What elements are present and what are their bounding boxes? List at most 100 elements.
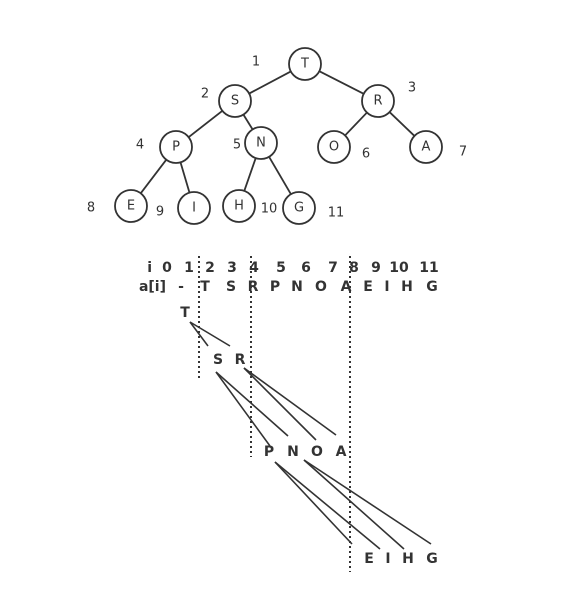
tree-node-index: 9 <box>156 205 164 220</box>
level-letter: R <box>235 352 246 368</box>
array-value: - <box>178 279 184 295</box>
tree-node-index: 5 <box>233 138 241 153</box>
level-letter: H <box>402 551 414 567</box>
array-index: 6 <box>301 260 311 276</box>
level-link <box>243 367 317 441</box>
tree-node-circle <box>159 130 193 164</box>
tree-node-index: 6 <box>362 147 370 162</box>
tree-node-letter: S <box>231 94 239 109</box>
tree-node: R3 <box>361 81 416 118</box>
array-value: A <box>341 279 352 295</box>
array-value: T <box>200 279 210 295</box>
tree-node-letter: G <box>294 201 304 216</box>
tree-node-letter: E <box>127 199 135 214</box>
tree-edge <box>188 110 223 138</box>
level-link <box>274 461 381 550</box>
array-index: 8 <box>349 260 359 276</box>
level-link <box>274 461 353 545</box>
array-value: I <box>384 279 389 295</box>
tree-node-circle <box>222 189 256 223</box>
array-value: E <box>363 279 373 295</box>
array-index: 5 <box>276 260 286 276</box>
level-letter: I <box>385 551 390 567</box>
array-index: 4 <box>249 260 259 276</box>
array-value: O <box>315 279 327 295</box>
tree-node-circle <box>288 47 322 81</box>
array-index: 7 <box>328 260 338 276</box>
tree-edges <box>139 70 416 195</box>
tree-node-letter: I <box>192 201 196 216</box>
level-letter: G <box>426 551 438 567</box>
tree-edge <box>268 156 292 195</box>
tree-edge <box>248 70 292 95</box>
array-index: 0 <box>162 260 172 276</box>
tree-edge <box>344 111 368 137</box>
tree-node: S2 <box>201 84 252 118</box>
array-value-label: a[i] <box>139 279 166 295</box>
level-dividers <box>198 256 351 572</box>
level-letter: P <box>264 444 274 460</box>
array-value: H <box>401 279 413 295</box>
level-link <box>215 371 289 437</box>
array-value: N <box>291 279 303 295</box>
tree-node-circle <box>114 189 148 223</box>
tree-edge <box>139 159 168 194</box>
tree-node-index: 3 <box>408 81 416 96</box>
array-value: G <box>426 279 438 295</box>
tree-edge <box>179 162 191 193</box>
array-value: S <box>226 279 236 295</box>
tree-node: E8 <box>87 189 148 223</box>
array-index: 3 <box>227 260 237 276</box>
array-value: P <box>270 279 280 295</box>
array-index: 11 <box>419 260 438 276</box>
tree-node-index: 11 <box>328 206 345 221</box>
tree-node-circle <box>282 191 316 225</box>
tree-node-letter: R <box>373 94 382 109</box>
tree-node-circle <box>244 126 278 160</box>
level-row: T <box>180 305 190 321</box>
level-link <box>215 371 271 447</box>
tree-node-circle <box>177 191 211 225</box>
tree-node-letter: H <box>234 199 244 214</box>
tree-node-index: 8 <box>87 201 95 216</box>
array-index-label: i <box>147 260 152 276</box>
level-letter: N <box>287 444 299 460</box>
tree-node-circle <box>409 130 443 164</box>
level-link <box>189 321 231 347</box>
tree-node-circle <box>317 130 351 164</box>
array-value: R <box>248 279 259 295</box>
tree-node-letter: P <box>172 140 180 155</box>
array-index: 10 <box>389 260 409 276</box>
array-index: 9 <box>371 260 381 276</box>
level-link <box>303 459 405 550</box>
tree-node: N5 <box>233 126 278 160</box>
tree-node: P4 <box>136 130 193 164</box>
tree-edge <box>243 157 257 192</box>
level-letter: O <box>311 444 323 460</box>
tree-node-index: 4 <box>136 138 144 153</box>
tree-edge <box>242 114 254 130</box>
tree-node: T1 <box>252 47 322 81</box>
tree-node: I9 <box>156 191 211 225</box>
tree-node-letter: O <box>329 140 339 155</box>
level-link <box>189 321 209 347</box>
tree-node-circle <box>361 84 395 118</box>
tree-node-index: 7 <box>459 145 467 160</box>
tree-node-letter: N <box>256 136 266 151</box>
tree-edge <box>318 70 365 95</box>
level-letter: S <box>213 352 223 368</box>
level-letter: T <box>180 305 190 321</box>
level-letter: E <box>364 551 374 567</box>
level-letter: A <box>336 444 347 460</box>
level-links <box>189 321 432 550</box>
level-link <box>303 459 432 545</box>
tree-node-letter: T <box>300 57 309 72</box>
